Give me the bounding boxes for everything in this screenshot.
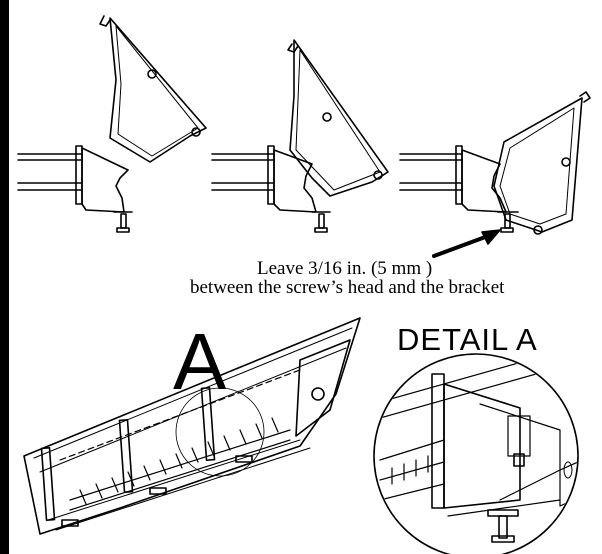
heater-screw-3 <box>561 157 571 167</box>
end-cap <box>295 339 351 437</box>
detail-a-view <box>373 353 579 554</box>
wall-bracket-1 <box>81 147 129 213</box>
wall-rail-3 <box>399 145 463 205</box>
heater-screw-1 <box>147 69 157 79</box>
step-1-hang <box>17 15 207 233</box>
feet <box>61 455 253 527</box>
step-2-hang <box>211 39 389 233</box>
leveling-screw-1 <box>113 211 133 233</box>
detail-title: DETAIL A <box>397 322 538 357</box>
heater-body-1 <box>109 17 207 163</box>
wall-rail-1 <box>17 145 83 205</box>
vent-slots <box>59 369 301 511</box>
bracket-left <box>40 447 56 521</box>
assembled-heater <box>23 317 361 535</box>
page-edge-rule <box>0 0 9 554</box>
hook-1 <box>99 15 111 27</box>
leveling-screw-3 <box>497 211 519 233</box>
hook-2 <box>287 43 299 53</box>
heater-screw-2 <box>322 112 332 122</box>
hook-3 <box>579 91 591 103</box>
heater-body-2 <box>289 39 389 197</box>
step-3-hang <box>399 91 591 258</box>
wall-rail-2 <box>211 145 275 205</box>
note-line-2: between the screw’s head and the bracket <box>190 277 505 298</box>
detail-screw <box>487 509 519 543</box>
note-arrow <box>432 229 501 258</box>
note-line-1: Leave 3/16 in. (5 mm ) <box>257 258 433 279</box>
bracket-mid-2 <box>200 387 216 461</box>
detail-circle-marker <box>175 387 265 477</box>
callout-letter: A <box>173 317 227 406</box>
leveling-screw-2 <box>311 211 331 233</box>
wall-bracket-2 <box>273 149 317 213</box>
